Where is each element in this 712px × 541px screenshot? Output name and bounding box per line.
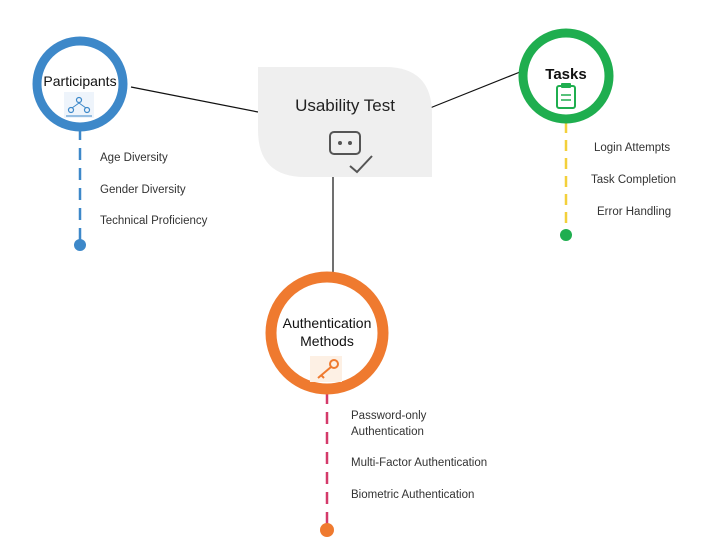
participants-title: Participants <box>43 73 117 89</box>
auth-item: Password-only <box>351 410 427 422</box>
test-dialog-check-icon <box>329 131 373 174</box>
tasks-item: Error Handling <box>597 206 672 218</box>
auth-title-line1: Authentication <box>282 315 372 331</box>
auth-branch-end <box>320 523 334 537</box>
auth-title-line2: Methods <box>300 333 354 349</box>
connector-participants <box>130 86 259 113</box>
participants-item: Technical Proficiency <box>100 215 208 227</box>
tasks-title: Tasks <box>545 66 587 83</box>
participants-circle <box>32 36 128 132</box>
clipboard-icon <box>556 83 576 109</box>
tasks-circle <box>518 28 614 124</box>
people-network-icon <box>64 92 94 118</box>
center-shape <box>258 67 432 177</box>
center-title: Usability Test <box>295 96 395 115</box>
participants-branch-end <box>74 239 86 251</box>
participants-item: Gender Diversity <box>100 184 186 196</box>
connector-tasks <box>429 71 521 109</box>
auth-circle <box>265 271 389 395</box>
auth-item: Biometric Authentication <box>351 489 475 501</box>
tasks-item: Task Completion <box>591 174 677 186</box>
key-icon <box>310 356 342 382</box>
auth-item: Multi-Factor Authentication <box>351 457 488 469</box>
tasks-item: Login Attempts <box>594 142 671 154</box>
tasks-branch-end <box>560 229 572 241</box>
participants-item: Age Diversity <box>100 152 168 164</box>
auth-item: Authentication <box>351 426 424 438</box>
